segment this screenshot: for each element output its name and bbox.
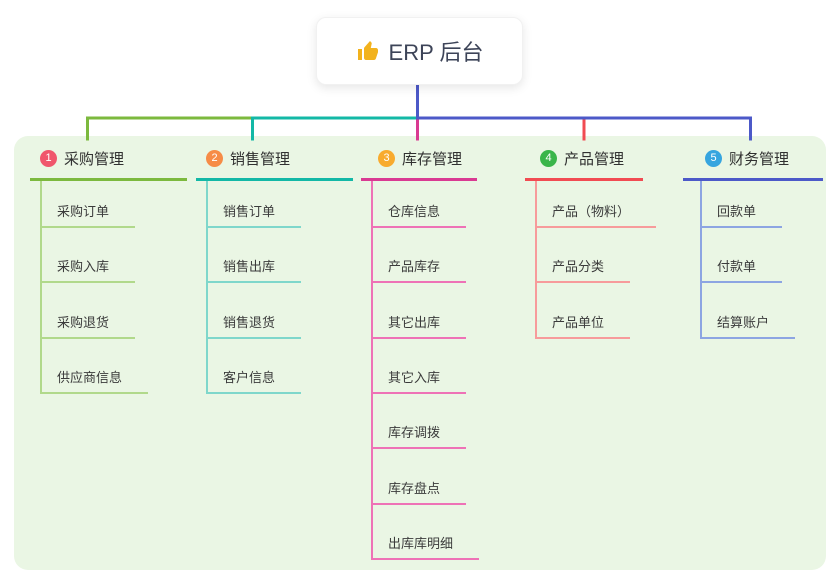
branch-spine [40, 181, 42, 394]
branch-spine [206, 181, 208, 394]
child-node[interactable]: 出库库明细 [371, 534, 480, 560]
child-node[interactable]: 供应商信息 [40, 368, 149, 394]
branch-index-badge: 5 [705, 149, 722, 167]
branch-label: 财务管理 [729, 150, 790, 168]
branch-index-badge: 4 [540, 149, 557, 167]
child-node[interactable]: 产品分类 [535, 257, 631, 283]
branch-node-3[interactable]: 3 库存管理 [361, 144, 477, 181]
branch-spine [535, 181, 537, 339]
branch-index-badge: 1 [40, 149, 57, 167]
child-node[interactable]: 库存盘点 [371, 479, 467, 505]
child-node[interactable]: 产品（物料） [535, 202, 657, 228]
child-node[interactable]: 仓库信息 [371, 202, 467, 228]
child-node[interactable]: 其它出库 [371, 313, 467, 339]
child-node[interactable]: 采购订单 [40, 202, 136, 228]
branch-index-badge: 2 [206, 149, 223, 167]
root-title: ERP 后台 [388, 40, 484, 65]
branch-node-4[interactable]: 4 产品管理 [525, 144, 643, 181]
child-node[interactable]: 其它入库 [371, 368, 467, 394]
branch-spine [700, 181, 702, 339]
child-node[interactable]: 库存调拨 [371, 423, 467, 449]
child-node[interactable]: 付款单 [700, 257, 783, 283]
child-node[interactable]: 回款单 [700, 202, 783, 228]
child-node[interactable]: 客户信息 [206, 368, 302, 394]
branch-label: 库存管理 [402, 150, 463, 168]
mindmap-panel [14, 136, 826, 570]
child-node[interactable]: 采购入库 [40, 257, 136, 283]
branch-spine [371, 181, 373, 560]
branch-label: 产品管理 [564, 150, 625, 168]
child-node[interactable]: 结算账户 [700, 313, 796, 339]
branch-node-2[interactable]: 2 销售管理 [196, 144, 353, 181]
branch-node-1[interactable]: 1 采购管理 [30, 144, 187, 181]
root-node[interactable]: ERP 后台 [316, 17, 523, 85]
branch-node-5[interactable]: 5 财务管理 [683, 144, 823, 181]
child-node[interactable]: 销售出库 [206, 257, 302, 283]
child-node[interactable]: 销售订单 [206, 202, 302, 228]
child-node[interactable]: 采购退货 [40, 313, 136, 339]
branch-label: 销售管理 [230, 150, 291, 168]
child-node[interactable]: 销售退货 [206, 313, 302, 339]
thumbs-up-icon [356, 39, 380, 63]
child-node[interactable]: 产品单位 [535, 313, 631, 339]
branch-label: 采购管理 [64, 150, 125, 168]
child-node[interactable]: 产品库存 [371, 257, 467, 283]
branch-index-badge: 3 [378, 149, 395, 167]
